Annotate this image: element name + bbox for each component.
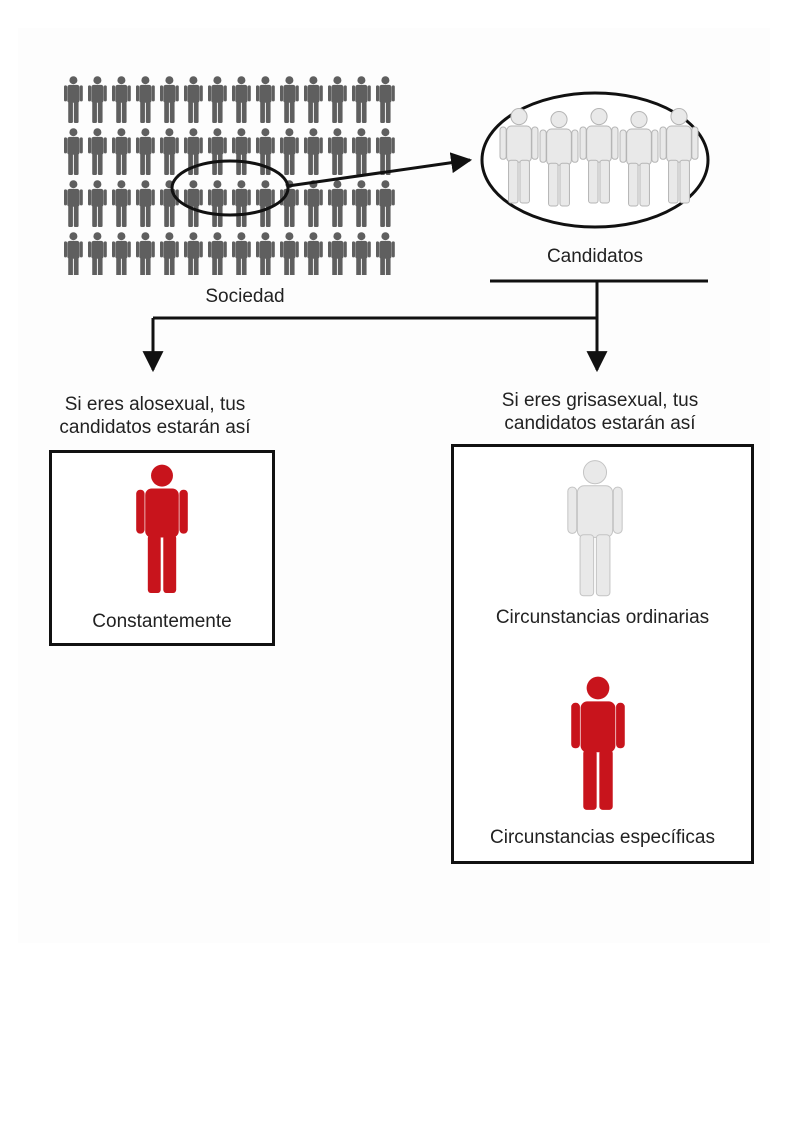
person-icon <box>208 76 227 123</box>
person-icon <box>208 128 227 175</box>
person-icon <box>208 232 227 275</box>
person-icon <box>136 180 155 227</box>
person-icon <box>376 232 395 275</box>
person-icon <box>256 128 275 175</box>
person-icon <box>64 76 83 123</box>
person-icon <box>376 180 395 227</box>
person-icon <box>304 76 323 123</box>
person-icon <box>280 128 299 175</box>
person-icon <box>64 128 83 175</box>
person-icon <box>328 128 347 175</box>
person-icon <box>184 232 203 275</box>
person-icon <box>256 76 275 123</box>
person-icon <box>88 128 107 175</box>
person-icon <box>304 128 323 175</box>
person-icon <box>88 76 107 123</box>
person-icon <box>352 232 371 275</box>
person-icon <box>136 232 155 275</box>
person-icon <box>579 107 619 204</box>
person-icon <box>539 110 579 207</box>
person-icon <box>328 76 347 123</box>
person-icon <box>659 107 699 204</box>
person-icon <box>376 128 395 175</box>
person-icon <box>160 128 179 175</box>
person-icon <box>619 110 659 207</box>
person-icon <box>112 76 131 123</box>
person-icon <box>571 676 625 810</box>
person-icon <box>88 232 107 275</box>
grisasexual-caption-ordinary: Circunstancias ordinarias <box>495 607 710 628</box>
alosexual-caption: Constantemente <box>92 611 232 632</box>
grisasexual-heading-line1: Si eres grisasexual, tus <box>501 390 699 411</box>
person-icon <box>136 464 188 594</box>
person-icon <box>352 128 371 175</box>
person-icon <box>352 180 371 227</box>
person-icon <box>184 128 203 175</box>
person-icon <box>136 464 188 594</box>
person-icon <box>567 460 623 597</box>
grisasexual-heading-line2: candidatos estarán así <box>504 413 696 434</box>
person-icon <box>160 232 179 275</box>
society-crowd <box>64 76 395 275</box>
person-icon <box>280 76 299 123</box>
person-icon <box>352 76 371 123</box>
person-icon <box>184 76 203 123</box>
society-label: Sociedad <box>205 286 285 307</box>
person-icon <box>567 460 623 597</box>
person-icon <box>184 180 203 227</box>
person-icon <box>136 76 155 123</box>
person-icon <box>232 76 251 123</box>
person-icon <box>112 180 131 227</box>
alosexual-heading-line2: candidatos estarán así <box>59 417 251 438</box>
alosexual-box: Constantemente <box>49 450 275 646</box>
candidates-label: Candidatos <box>546 246 644 267</box>
person-icon <box>232 180 251 227</box>
person-icon <box>571 676 625 810</box>
person-icon <box>88 180 107 227</box>
candidates-group <box>499 107 699 207</box>
grisasexual-caption-specific: Circunstancias específicas <box>490 827 715 848</box>
grisasexual-box: Circunstancias ordinarias Circunstancias… <box>451 444 754 864</box>
person-icon <box>328 180 347 227</box>
alosexual-heading-line1: Si eres alosexual, tus <box>64 394 246 415</box>
person-icon <box>232 128 251 175</box>
person-icon <box>136 128 155 175</box>
person-icon <box>64 232 83 275</box>
person-icon <box>256 232 275 275</box>
person-icon <box>499 107 539 204</box>
person-icon <box>328 232 347 275</box>
person-icon <box>304 232 323 275</box>
person-icon <box>280 232 299 275</box>
person-icon <box>112 128 131 175</box>
person-icon <box>256 180 275 227</box>
selection-arrow <box>287 152 473 188</box>
person-icon <box>64 180 83 227</box>
person-icon <box>376 76 395 123</box>
selection-ellipse <box>170 159 290 217</box>
person-icon <box>112 232 131 275</box>
person-icon <box>208 180 227 227</box>
person-icon <box>232 232 251 275</box>
person-icon <box>160 76 179 123</box>
